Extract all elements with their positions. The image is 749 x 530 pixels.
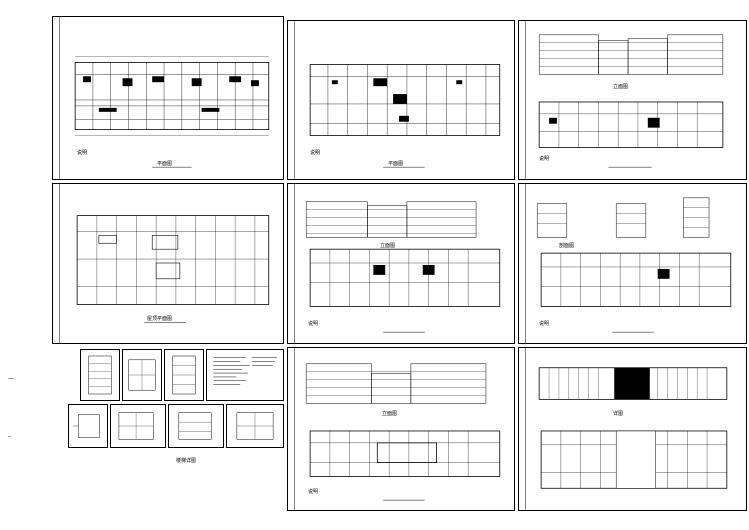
section-drawing bbox=[525, 184, 732, 343]
floor-plan-drawing bbox=[294, 21, 501, 179]
stair-detail-drawing bbox=[172, 355, 196, 395]
left-label-2: — bbox=[8, 434, 12, 440]
detail-sheet-3[interactable] bbox=[164, 349, 204, 401]
floor-plan-drawing bbox=[59, 17, 270, 179]
sheet-title: 立面图 bbox=[382, 411, 398, 417]
detail-sheet-2[interactable] bbox=[122, 349, 162, 401]
drawing-sheet-roof-plan[interactable]: 屋顶平面图 bbox=[52, 183, 284, 344]
stair-detail-drawing bbox=[178, 412, 212, 440]
sheet-notes: 说明 bbox=[539, 321, 550, 327]
drawing-sheet-plan-1[interactable]: 说明 平面图 bbox=[52, 16, 284, 180]
detail-group-caption: 楼梯详图 bbox=[176, 458, 197, 464]
stair-detail-drawing bbox=[236, 412, 274, 440]
stair-detail-drawing bbox=[128, 359, 156, 391]
drawing-sheet-elev-plan-3[interactable]: 说明 立面图 bbox=[518, 20, 747, 180]
drawing-sheet-section-plan-6[interactable]: 说明 剖面图 bbox=[518, 183, 747, 344]
elevation-drawing bbox=[525, 21, 724, 179]
elevation-drawing bbox=[294, 348, 501, 510]
notes-text-block bbox=[213, 357, 277, 385]
sheet-notes: 说明 bbox=[308, 321, 319, 327]
sheet-notes: 说明 bbox=[310, 150, 321, 156]
detail-sheet-1[interactable] bbox=[80, 349, 120, 401]
drawing-sheet-elev-plan-7[interactable]: 说明 立面图 bbox=[287, 347, 515, 511]
sheet-title: 剖面图 bbox=[559, 243, 575, 249]
detail-sheet-notes[interactable] bbox=[206, 349, 284, 401]
stair-detail-drawing bbox=[88, 355, 112, 395]
sheet-title: 屋顶平面图 bbox=[147, 316, 173, 322]
sheet-notes: 说明 bbox=[308, 489, 319, 495]
drawing-sheet-plan-2[interactable]: 说明 平面图 bbox=[287, 20, 515, 180]
sheet-title: 平面图 bbox=[388, 161, 404, 167]
sheet-title: 立面图 bbox=[380, 243, 396, 249]
detail-sheet-6[interactable] bbox=[168, 404, 224, 448]
sheet-notes: 说明 bbox=[539, 156, 550, 162]
stair-detail-drawing bbox=[72, 414, 100, 438]
sheet-notes: 说明 bbox=[77, 150, 88, 156]
detail-drawing bbox=[525, 348, 728, 510]
left-label-1: —— bbox=[8, 376, 15, 382]
detail-sheet-4[interactable] bbox=[68, 404, 108, 448]
drawing-sheet-detail-plan-8[interactable]: 详图 bbox=[518, 347, 747, 511]
sheet-title: 平面图 bbox=[157, 161, 173, 167]
sheet-title: 立面图 bbox=[613, 84, 629, 90]
elevation-drawing bbox=[294, 184, 501, 343]
detail-sheet-7[interactable] bbox=[226, 404, 284, 448]
sheet-title: 详图 bbox=[613, 411, 624, 417]
stair-detail-drawing bbox=[118, 412, 154, 440]
detail-sheet-5[interactable] bbox=[110, 404, 166, 448]
drawing-sheet-elev-plan-5[interactable]: 说明 立面图 bbox=[287, 183, 515, 344]
roof-plan-drawing bbox=[59, 184, 270, 343]
